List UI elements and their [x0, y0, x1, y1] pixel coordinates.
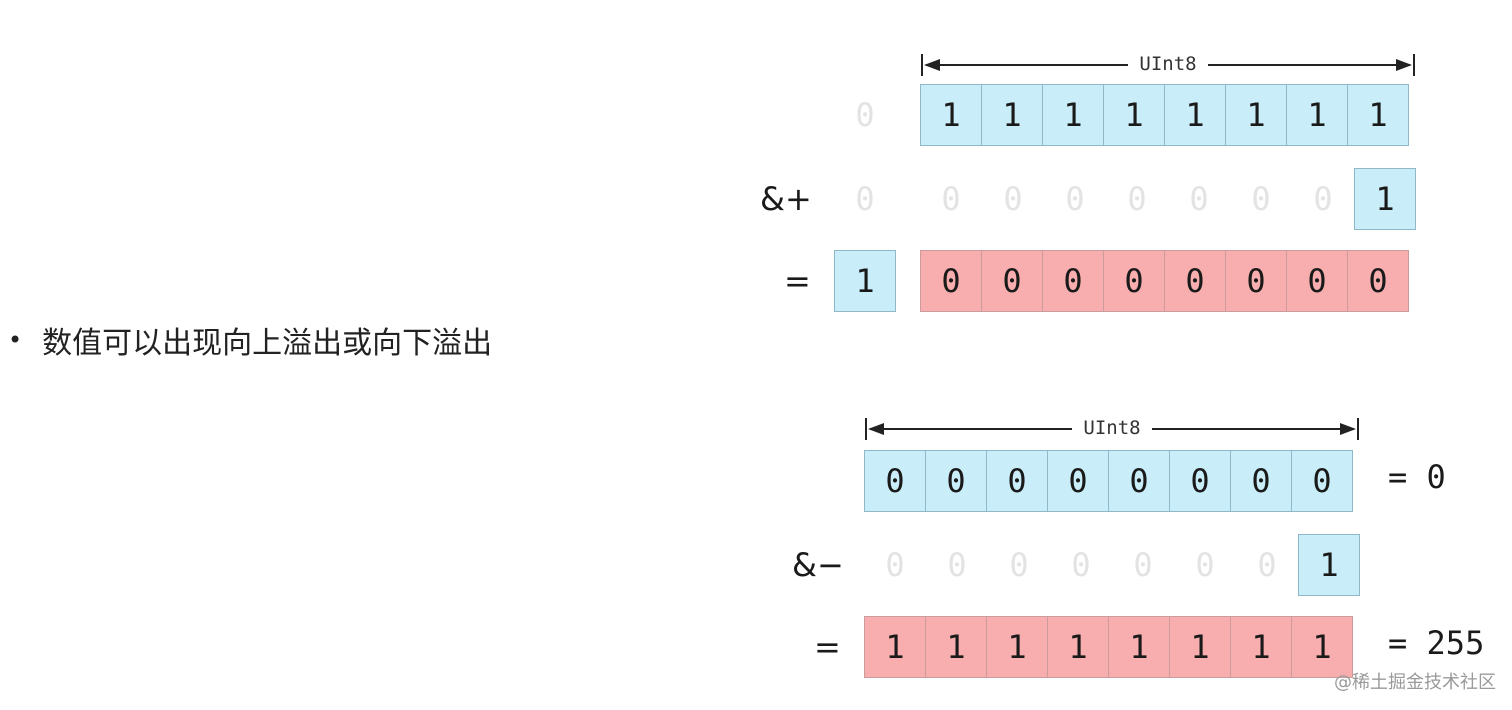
bit-cell: 0	[981, 250, 1043, 312]
ghost-bit: 0	[1195, 546, 1215, 584]
bottom-result-value: = 255	[1388, 624, 1485, 662]
bit-cell: 0	[1347, 250, 1409, 312]
top-bracket	[921, 54, 1415, 76]
ghost-bit: 0	[885, 546, 905, 584]
bullet-dot: •	[8, 326, 23, 354]
bit-cell: 1	[925, 616, 987, 678]
bit-cell: 0	[986, 450, 1048, 512]
top-b-bits: 0 0 0 0 0 0 0	[920, 168, 1354, 230]
bit-cell: 1	[1225, 84, 1287, 146]
top-b-last-bit: 1	[1354, 168, 1416, 230]
top-overflow-ghost: 0	[855, 96, 875, 134]
ghost-bit: 0	[1071, 546, 1091, 584]
bit-cell: 0	[1103, 250, 1165, 312]
bit-cell: 0	[920, 250, 982, 312]
bit-cell: 0	[1286, 250, 1348, 312]
bottom-b-bits: 0 0 0 0 0 0 0	[864, 534, 1298, 596]
bit-cell: 1	[864, 616, 926, 678]
ghost-bit: 0	[1313, 180, 1333, 218]
ghost-bit: 0	[1251, 180, 1271, 218]
bit-cell: 0	[1042, 250, 1104, 312]
bottom-a-bits: 0 0 0 0 0 0 0 0	[864, 450, 1353, 512]
bit-cell: 0	[864, 450, 926, 512]
ghost-bit: 0	[1003, 180, 1023, 218]
ghost-bit: 0	[1127, 180, 1147, 218]
bit-cell: 0	[1047, 450, 1109, 512]
bit-cell: 1	[1230, 616, 1292, 678]
bottom-bracket-label: UInt8	[1083, 417, 1141, 439]
bottom-a-value: = 0	[1388, 458, 1446, 496]
bit-cell: 1	[1164, 84, 1226, 146]
bit-cell: 1	[1286, 84, 1348, 146]
bullet-text: 数值可以出现向上溢出或向下溢出	[42, 326, 493, 361]
ghost-bit: 0	[1189, 180, 1209, 218]
bottom-b-last-bit: 1	[1298, 534, 1360, 596]
bit-cell: 1	[981, 84, 1043, 146]
ghost-bit: 0	[1257, 546, 1277, 584]
bit-cell: 1	[1103, 84, 1165, 146]
ghost-bit: 0	[1133, 546, 1153, 584]
bit-cell: 1	[1047, 616, 1109, 678]
bit-cell: 0	[1225, 250, 1287, 312]
bit-cell: 1	[920, 84, 982, 146]
top-carry-bit: 1	[834, 250, 896, 312]
top-bracket-label: UInt8	[1139, 53, 1197, 75]
bit-cell: 0	[1108, 450, 1170, 512]
bit-cell: 0	[1169, 450, 1231, 512]
bit-cell: 1	[1169, 616, 1231, 678]
bit-cell: 0	[1291, 450, 1353, 512]
top-b-ghost-zero: 0	[855, 180, 875, 218]
bottom-operator: &−	[792, 546, 844, 584]
bit-cell: 0	[1164, 250, 1226, 312]
bit-cell: 1	[1042, 84, 1104, 146]
bit-cell: 0	[1230, 450, 1292, 512]
bottom-equals: =	[814, 628, 841, 666]
bottom-result-bits: 1 1 1 1 1 1 1 1	[864, 616, 1353, 678]
bit-cell: 1	[986, 616, 1048, 678]
ghost-bit: 0	[947, 546, 967, 584]
top-result-bits: 0 0 0 0 0 0 0 0	[920, 250, 1409, 312]
ghost-bit: 0	[1009, 546, 1029, 584]
bit-cell: 1	[1108, 616, 1170, 678]
bullet-item: • 数值可以出现向上溢出或向下溢出	[8, 318, 492, 362]
top-a-bits: 1 1 1 1 1 1 1 1	[920, 84, 1409, 146]
ghost-bit: 0	[1065, 180, 1085, 218]
ghost-bit: 0	[941, 180, 961, 218]
bit-cell: 0	[925, 450, 987, 512]
bit-cell: 1	[1347, 84, 1409, 146]
top-operator: &+	[760, 180, 812, 218]
bottom-bracket	[865, 418, 1359, 440]
watermark: @稀土掘金技术社区	[1334, 672, 1496, 693]
top-equals: =	[784, 262, 811, 300]
bit-cell: 1	[1291, 616, 1353, 678]
